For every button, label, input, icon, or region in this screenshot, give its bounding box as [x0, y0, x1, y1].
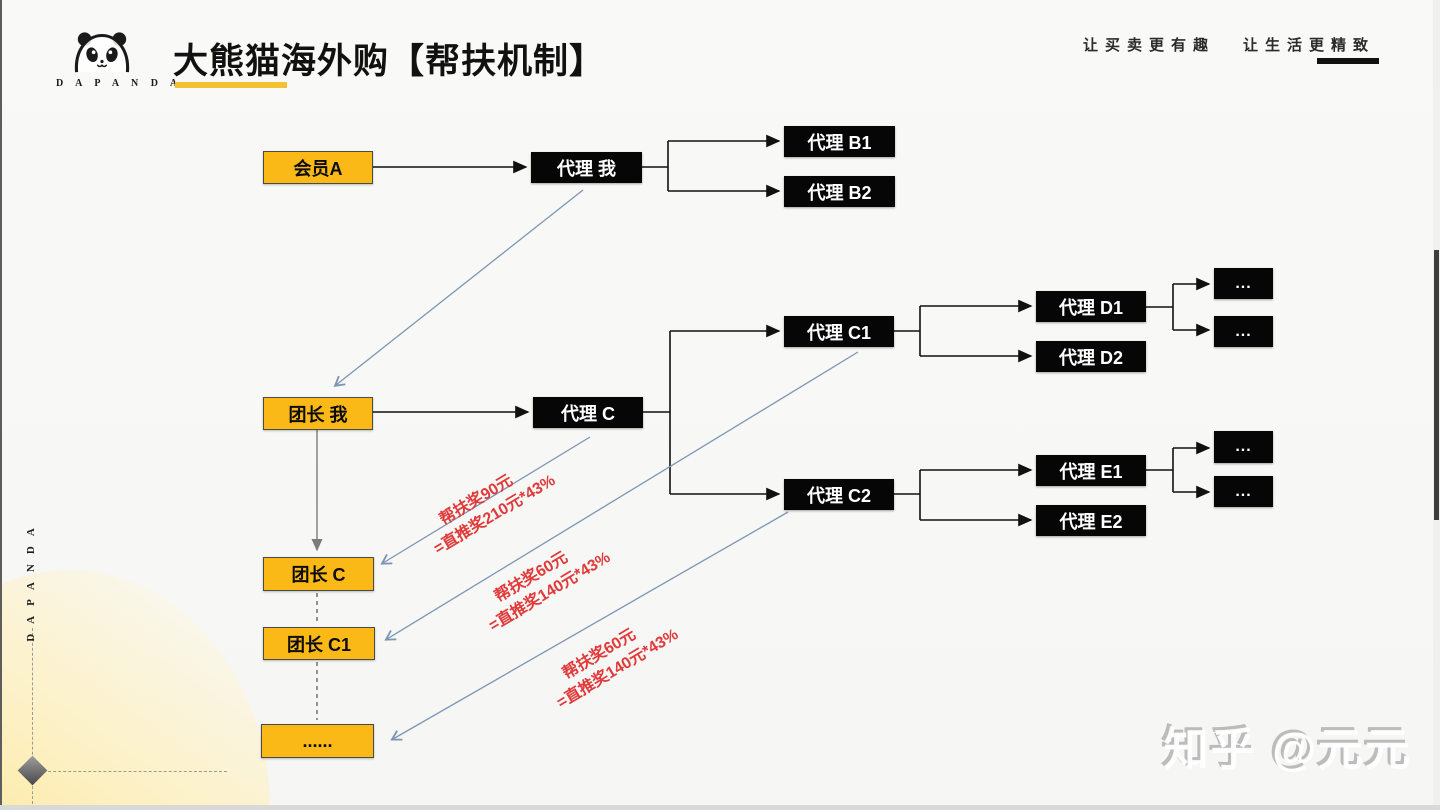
- reward-annotation-2: 帮扶奖60元 =直推奖140元*43%: [474, 528, 615, 636]
- node-label: 代理 C2: [806, 485, 871, 506]
- panda-icon: [75, 32, 129, 73]
- node-member-a: 会员A: [263, 151, 373, 184]
- node-label: 代理 我: [556, 158, 616, 179]
- node-agent-e1: 代理 E1: [1036, 455, 1146, 486]
- slogan-left: 让买卖更有趣: [1083, 37, 1216, 54]
- node-label: 代理 E2: [1059, 511, 1123, 532]
- brand-logo-text: D A P A N D A: [56, 78, 183, 89]
- node-ellipsis-2: ...: [1214, 316, 1273, 347]
- node-label: ...: [1235, 438, 1252, 455]
- zhihu-watermark: 知乎 @元元: [1163, 724, 1412, 775]
- node-leader-c1: 团长 C1: [263, 627, 375, 660]
- node-agent-d1: 代理 D1: [1036, 291, 1146, 322]
- node-agent-c: 代理 C: [533, 397, 643, 428]
- node-label: 团长 我: [288, 404, 348, 425]
- node-label: 代理 B1: [807, 132, 872, 153]
- node-agent-b1: 代理 B1: [784, 126, 895, 157]
- dashed-guide-vertical: [32, 628, 33, 804]
- node-ellipsis-1: ...: [1214, 268, 1273, 299]
- node-ellipsis-4: ...: [1214, 476, 1273, 507]
- title-underline: [175, 82, 287, 88]
- side-brand-text: DAPANDA: [25, 518, 37, 642]
- node-label: 代理 C: [561, 403, 615, 424]
- node-label: ......: [302, 730, 333, 751]
- node-label: 代理 B2: [807, 182, 872, 203]
- node-agent-e2: 代理 E2: [1036, 505, 1146, 536]
- slogan-right: 让生活更精致: [1243, 37, 1376, 54]
- node-leader-c: 团长 C: [263, 557, 374, 591]
- node-agent-b2: 代理 B2: [784, 176, 895, 207]
- node-leader-me: 团长 我: [263, 397, 373, 430]
- node-label: ...: [1235, 274, 1252, 292]
- node-leader-ellipsis: ......: [261, 724, 374, 758]
- node-agent-d2: 代理 D2: [1036, 341, 1146, 372]
- node-label: 代理 E1: [1059, 461, 1123, 482]
- reward-annotation-3: 帮扶奖60元 =直推奖140元*43%: [542, 605, 683, 713]
- node-ellipsis-3: ...: [1214, 431, 1273, 463]
- reward-annotation-1: 帮扶奖90元 =直推奖210元*43%: [419, 451, 560, 559]
- node-label: ...: [1235, 482, 1252, 500]
- window-bottom-edge: [0, 805, 1440, 810]
- node-label: 团长 C: [291, 565, 346, 585]
- brand-logo: D A P A N D A: [56, 28, 183, 89]
- slogan-underline: [1317, 58, 1379, 64]
- node-label: 代理 D1: [1058, 297, 1123, 318]
- node-label: ...: [1235, 322, 1252, 340]
- node-agent-c2: 代理 C2: [784, 479, 894, 510]
- node-agent-c1: 代理 C1: [784, 316, 894, 347]
- node-label: 会员A: [293, 158, 343, 179]
- node-agent-me: 代理 我: [531, 152, 642, 183]
- node-label: 团长 C1: [286, 634, 351, 655]
- dashed-guide-horizontal: [33, 771, 227, 772]
- scrollbar-thumb[interactable]: [1434, 250, 1439, 520]
- page-title: 大熊猫海外购【帮扶机制】: [173, 42, 606, 81]
- node-label: 代理 C1: [806, 322, 871, 343]
- window-left-edge: [0, 0, 2, 810]
- node-label: 代理 D2: [1058, 347, 1123, 368]
